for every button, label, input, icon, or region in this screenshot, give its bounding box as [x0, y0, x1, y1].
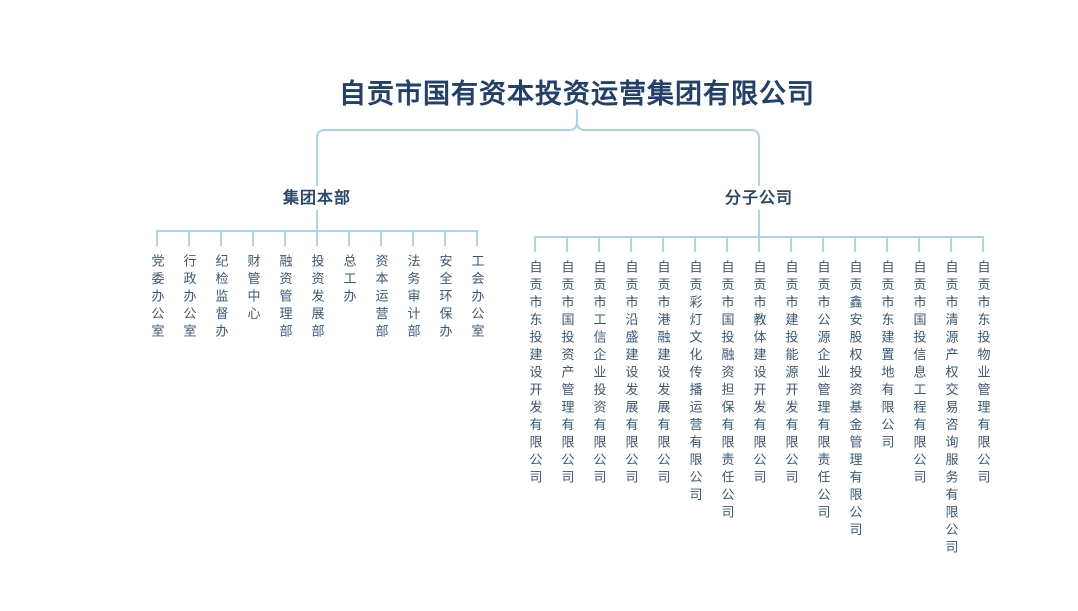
connector-tick	[662, 236, 664, 252]
connector-tick	[534, 236, 536, 252]
org-node: 工会办公室	[461, 230, 493, 584]
connector-tick	[790, 236, 792, 252]
org-node-label: 自贡市国投融资担保有限责任公司	[719, 260, 735, 523]
connector-tick	[348, 230, 350, 246]
org-node-label: 自贡市沿盛建设发展有限公司	[623, 260, 639, 488]
org-node-label: 党委办公室	[149, 254, 165, 342]
org-node-label: 法务审计部	[405, 254, 421, 342]
org-node: 自贡彩灯文化传播运营有限公司	[679, 236, 711, 590]
org-node-label: 融资管理部	[277, 254, 293, 342]
org-node-label: 行政办公室	[181, 254, 197, 342]
connector-tick	[566, 236, 568, 252]
org-node-label: 工会办公室	[469, 254, 485, 342]
connector-tick	[598, 236, 600, 252]
connector-tick	[220, 230, 222, 246]
connector-tick	[918, 236, 920, 252]
org-node: 融资管理部	[269, 230, 301, 584]
org-node-label: 自贡市东投建设开发有限公司	[527, 260, 543, 488]
org-node: 自贡市建投能源开发有限公司	[775, 236, 807, 590]
org-node: 自贡市教体建设开发有限公司	[743, 236, 775, 590]
org-node-label: 安全环保办	[437, 254, 453, 342]
branch-subsidiaries: 分子公司 自贡市东投建设开发有限公司自贡市国投资产管理有限公司自贡市工信企业投资…	[519, 188, 999, 590]
chart-title: 自贡市国有资本投资运营集团有限公司	[339, 79, 815, 109]
org-node-label: 自贡市建投能源开发有限公司	[783, 260, 799, 488]
connector-tick	[854, 236, 856, 252]
org-node-label: 自贡市国投资产管理有限公司	[559, 260, 575, 488]
org-node: 自贡市工信企业投资有限公司	[583, 236, 615, 590]
connector-tick	[412, 230, 414, 246]
org-node: 自贡市清源产权交易咨询服务有限公司	[935, 236, 967, 590]
org-node: 自贡市公源企业管理有限责任公司	[807, 236, 839, 590]
org-node: 总工办	[333, 230, 365, 584]
branch-label-headquarters: 集团本部	[282, 190, 351, 207]
org-node: 财管中心	[237, 230, 269, 584]
org-node: 安全环保办	[429, 230, 461, 584]
connector-tick	[444, 230, 446, 246]
org-node-label: 自贡彩灯文化传播运营有限公司	[687, 260, 703, 505]
org-node-label: 自贡市公源企业管理有限责任公司	[815, 260, 831, 523]
connector-left-branch-line	[316, 109, 578, 186]
org-node-label: 资本运营部	[373, 254, 389, 342]
org-node-label: 投资发展部	[309, 254, 325, 342]
org-node-label: 自贡鑫安股权投资基金管理有限公司	[847, 260, 863, 540]
org-node: 法务审计部	[397, 230, 429, 584]
connector-tick	[188, 230, 190, 246]
connector-tick	[726, 236, 728, 252]
org-node-label: 自贡市东投物业管理有限公司	[975, 260, 991, 488]
connector-tick	[694, 236, 696, 252]
org-node: 自贡市国投融资担保有限责任公司	[711, 236, 743, 590]
org-node-label: 总工办	[341, 254, 357, 307]
org-node-label: 纪检监督办	[213, 254, 229, 342]
connector-right-branch-line	[576, 109, 760, 186]
connector-tick	[252, 230, 254, 246]
connector-tick	[886, 236, 888, 252]
org-node-label: 自贡市工信企业投资有限公司	[591, 260, 607, 488]
branch-headquarters: 集团本部 党委办公室行政办公室纪检监督办财管中心融资管理部投资发展部总工办资本运…	[141, 188, 493, 584]
org-node: 投资发展部	[301, 230, 333, 584]
branch-label-subsidiaries: 分子公司	[724, 190, 793, 207]
connector-tick	[316, 230, 318, 246]
org-node: 自贡市东投建设开发有限公司	[519, 236, 551, 590]
subsidiaries-items: 自贡市东投建设开发有限公司自贡市国投资产管理有限公司自贡市工信企业投资有限公司自…	[519, 236, 999, 590]
connector-tick	[380, 230, 382, 246]
org-node-label: 自贡市港融建设发展有限公司	[655, 260, 671, 488]
org-node-label: 自贡市清源产权交易咨询服务有限公司	[943, 260, 959, 558]
connector-tick	[982, 236, 984, 252]
org-node-label: 自贡市东建置地有限公司	[879, 260, 895, 453]
org-node: 自贡市国投资产管理有限公司	[551, 236, 583, 590]
org-node: 自贡鑫安股权投资基金管理有限公司	[839, 236, 871, 590]
branch-stub-line	[758, 210, 760, 236]
connector-tick	[630, 236, 632, 252]
org-node: 资本运营部	[365, 230, 397, 584]
org-node: 自贡市东建置地有限公司	[871, 236, 903, 590]
connector-tick	[950, 236, 952, 252]
org-node-label: 自贡市教体建设开发有限公司	[751, 260, 767, 488]
branch-stub-line	[316, 210, 318, 230]
headquarters-items: 党委办公室行政办公室纪检监督办财管中心融资管理部投资发展部总工办资本运营部法务审…	[141, 230, 493, 584]
org-node: 自贡市国投信息工程有限公司	[903, 236, 935, 590]
org-node-label: 自贡市国投信息工程有限公司	[911, 260, 927, 488]
org-node-label: 财管中心	[245, 254, 261, 324]
connector-tick	[284, 230, 286, 246]
org-node: 自贡市港融建设发展有限公司	[647, 236, 679, 590]
org-node: 纪检监督办	[205, 230, 237, 584]
org-node: 行政办公室	[173, 230, 205, 584]
connector-tick	[156, 230, 158, 246]
connector-tick	[822, 236, 824, 252]
org-node: 自贡市沿盛建设发展有限公司	[615, 236, 647, 590]
connector-tick	[476, 230, 478, 246]
org-node: 自贡市东投物业管理有限公司	[967, 236, 999, 590]
connector-tick	[758, 236, 760, 252]
org-node: 党委办公室	[141, 230, 173, 584]
